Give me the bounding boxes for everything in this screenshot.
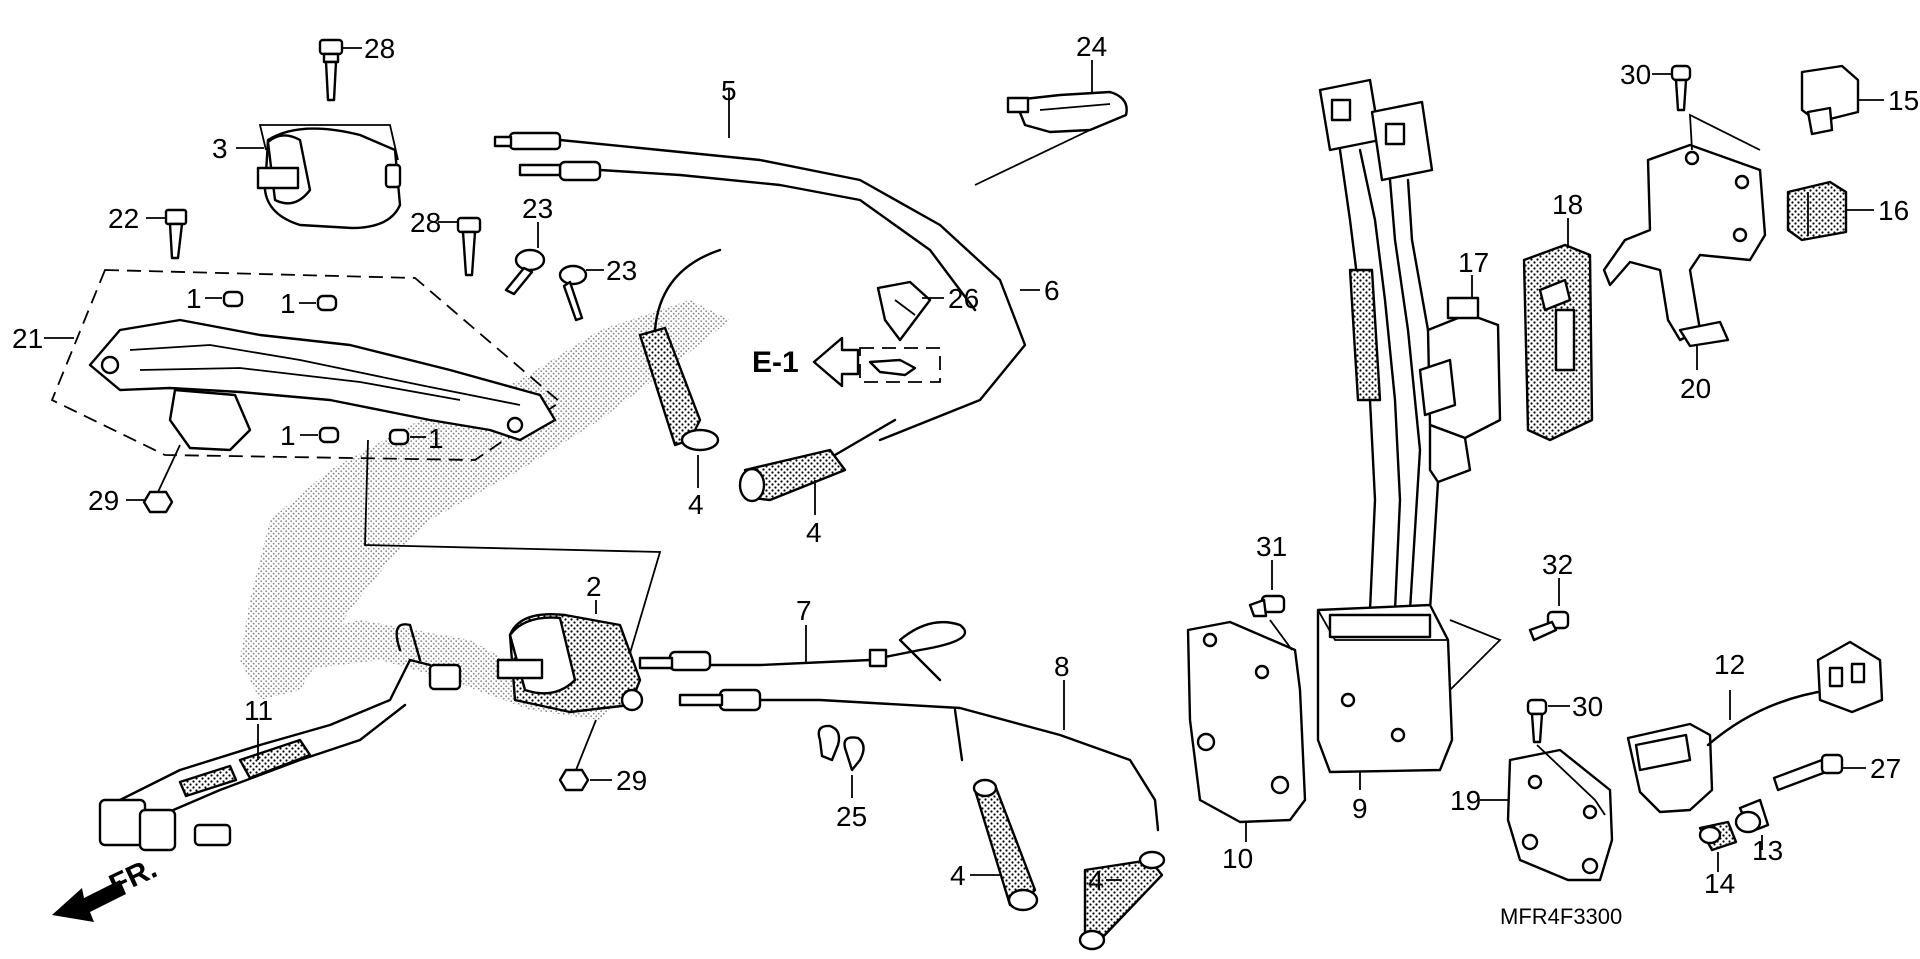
part-21-bracket	[88, 318, 557, 452]
callout-30-bottom: 30	[1572, 691, 1603, 722]
callout-21: 21	[12, 323, 43, 354]
callout-4-a: 4	[688, 489, 704, 520]
cable-8	[678, 688, 1160, 832]
cable-5	[493, 131, 1027, 442]
fusebox-18	[1522, 243, 1594, 442]
boot-4-d	[1078, 850, 1166, 951]
grommet-1-b	[316, 294, 338, 312]
ref-arrow-icon	[812, 336, 860, 388]
bolt-22	[164, 208, 188, 260]
connector-9-b	[1370, 100, 1434, 182]
connector-9-a	[1318, 78, 1382, 152]
callout-4-d: 4	[1088, 865, 1104, 896]
callout-26: 26	[948, 283, 979, 314]
bolt-28-top	[318, 38, 362, 102]
callout-9: 9	[1352, 793, 1368, 824]
harness-11	[98, 623, 462, 852]
callout-27: 27	[1870, 753, 1901, 784]
callout-17: 17	[1458, 247, 1489, 278]
callout-29-bottom: 29	[616, 765, 647, 796]
callout-1-b: 1	[280, 288, 296, 319]
nut-29-top	[142, 490, 174, 514]
bracket-20	[1602, 143, 1767, 348]
callout-29-top: 29	[88, 485, 119, 516]
cable-7	[638, 621, 967, 682]
callout-31: 31	[1256, 531, 1287, 562]
clip-23-left	[504, 248, 546, 296]
callout-1-a: 1	[186, 283, 202, 314]
bolt-31	[1248, 594, 1286, 618]
callout-15: 15	[1888, 85, 1919, 116]
callout-1-c: 1	[280, 420, 296, 451]
grommet-1-a	[222, 290, 244, 308]
callout-12: 12	[1714, 649, 1745, 680]
clip-26	[876, 280, 932, 342]
nut-29-bottom	[558, 768, 590, 792]
connector-16	[1786, 180, 1848, 242]
bolt-27	[1772, 753, 1844, 792]
part-3-housing	[256, 124, 402, 230]
part-2-housing	[496, 613, 644, 714]
callout-6: 6	[1044, 275, 1060, 306]
cable-tie-24	[1006, 90, 1128, 134]
callout-1-d: 1	[428, 423, 444, 454]
grommet-1-d	[388, 428, 410, 446]
callout-11: 11	[244, 695, 273, 726]
ref-e1-box	[859, 347, 941, 383]
clip-25	[817, 724, 865, 772]
callout-20: 20	[1680, 373, 1711, 404]
callout-4-b: 4	[806, 517, 822, 548]
clip-23-right	[558, 264, 588, 322]
callout-16: 16	[1878, 195, 1909, 226]
callout-8: 8	[1054, 651, 1070, 682]
callout-24: 24	[1076, 31, 1107, 62]
callout-5: 5	[721, 75, 737, 106]
bolt-30-bottom	[1526, 698, 1548, 744]
bolt-30-top	[1670, 64, 1692, 112]
callout-10: 10	[1222, 843, 1253, 874]
grommet-14	[1698, 820, 1738, 852]
plate-10	[1186, 620, 1307, 824]
bolt-28-mid	[456, 216, 482, 277]
callout-3: 3	[212, 133, 228, 164]
relay-15	[1800, 64, 1860, 136]
control-unit-9	[1316, 603, 1454, 774]
callout-22: 22	[108, 203, 139, 234]
ref-e1-label: E-1	[752, 346, 799, 379]
callout-4-c: 4	[950, 860, 966, 891]
collar-13	[1734, 798, 1770, 834]
callout-14: 14	[1704, 868, 1735, 899]
harness-9-wires	[1338, 148, 1442, 612]
callout-2: 2	[586, 571, 602, 602]
sensor-12	[1626, 640, 1884, 814]
callout-30-top: 30	[1620, 59, 1651, 90]
callout-13: 13	[1752, 835, 1783, 866]
diagram-code: MFR4F3300	[1500, 904, 1622, 929]
boot-4-c	[972, 778, 1039, 912]
boot-4-b	[738, 418, 897, 503]
callout-25: 25	[836, 801, 867, 832]
callout-18: 18	[1552, 189, 1583, 220]
callout-19: 19	[1450, 785, 1481, 816]
callout-7: 7	[796, 595, 812, 626]
frame-shadow	[240, 300, 730, 700]
part-21-box	[50, 269, 562, 461]
front-arrow-icon	[52, 880, 126, 922]
callout-23-left: 23	[522, 193, 553, 224]
grommet-1-c	[318, 426, 340, 444]
callout-32: 32	[1542, 549, 1573, 580]
bracket-19	[1506, 748, 1614, 882]
connector-17	[1418, 296, 1502, 484]
bolt-32	[1528, 610, 1570, 642]
boot-4-a	[638, 248, 722, 452]
callout-28-mid: 28	[410, 207, 441, 238]
ref-clip-icon	[868, 358, 917, 377]
callout-28-top: 28	[364, 33, 395, 64]
callout-23-right: 23	[606, 255, 637, 286]
